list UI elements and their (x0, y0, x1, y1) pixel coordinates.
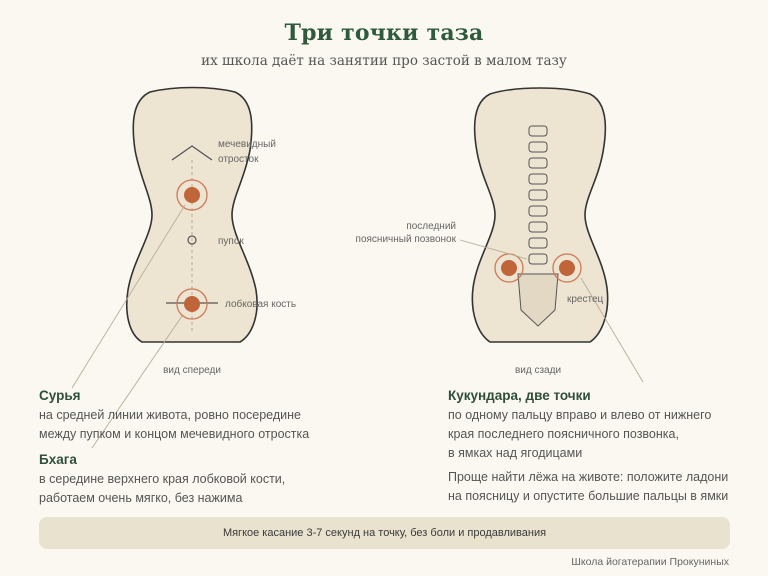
kukundara-line-3: в ямках над ягодицами (448, 446, 583, 460)
navel-marker (187, 235, 197, 245)
label-vertebra-2: поясничный позвонок (356, 234, 457, 245)
label-vertebra-1: последний (406, 221, 456, 232)
back-view-caption: вид сзади (515, 365, 561, 376)
label-navel: пупок (218, 236, 244, 247)
bhaga-leader-line (91, 315, 183, 449)
kukundara-leader-line (580, 277, 644, 383)
banner-text: Мягкое касание 3-7 секунд на точку, без … (222, 527, 547, 539)
vertebra-leader-line (459, 239, 528, 260)
bhaga-point (184, 296, 200, 312)
surya-title: Сурья (39, 388, 81, 403)
footer-credit: Школа йогатерапии Прокуниных (571, 556, 729, 568)
kukundara-title: Кукундара, две точки (448, 388, 591, 403)
surya-description: на средней линии живота, ровно посередин… (39, 406, 309, 444)
front-view-caption: вид спереди (163, 365, 221, 376)
kukundara-line-2: края последнего поясничного позвонка, (448, 427, 679, 441)
bhaga-title: Бхага (39, 452, 77, 467)
label-sacrum: крестец (567, 294, 604, 305)
page-subtitle: их школа даёт на занятии про застой в ма… (201, 53, 567, 69)
surya-point-ring (176, 179, 208, 211)
bhaga-line-2: работаем очень мягко, без нажима (39, 491, 243, 505)
kukundara-description: по одному пальцу вправо и влево от нижне… (448, 406, 711, 463)
spine-vertebrae (528, 125, 548, 265)
touch-guidance-banner: Мягкое касание 3-7 секунд на точку, без … (39, 517, 730, 549)
surya-leader-line (71, 204, 186, 389)
kukundara-left-point (501, 260, 517, 276)
bhaga-point-ring (176, 288, 208, 320)
kukundara-tip-line-1: Проще найти лёжа на животе: положите лад… (448, 470, 729, 484)
kukundara-right-ring (552, 253, 582, 283)
xiphoid-chevron (171, 145, 213, 161)
kukundara-tip-line-2: на поясницу и опустите большие пальцы в … (448, 489, 729, 503)
surya-point (184, 187, 200, 203)
label-xiphoid-2: отросток (218, 154, 259, 165)
surya-line-1: на средней линии живота, ровно посередин… (39, 408, 301, 422)
label-pubic: лобковая кость (225, 298, 296, 310)
surya-line-2: между пупком и концом мечевидного отрост… (39, 427, 310, 441)
kukundara-right-point (559, 260, 575, 276)
kukundara-line-1: по одному пальцу вправо и влево от нижне… (448, 408, 712, 422)
bhaga-description: в середине верхнего края лобковой кости,… (39, 470, 285, 508)
sacrum-shape (517, 273, 559, 327)
bhaga-line-1: в середине верхнего края лобковой кости, (39, 472, 286, 486)
kukundara-tip: Проще найти лёжа на животе: положите лад… (448, 468, 728, 506)
page-title: Три точки таза (284, 20, 484, 46)
label-xiphoid-1: мечевидный (218, 139, 276, 150)
